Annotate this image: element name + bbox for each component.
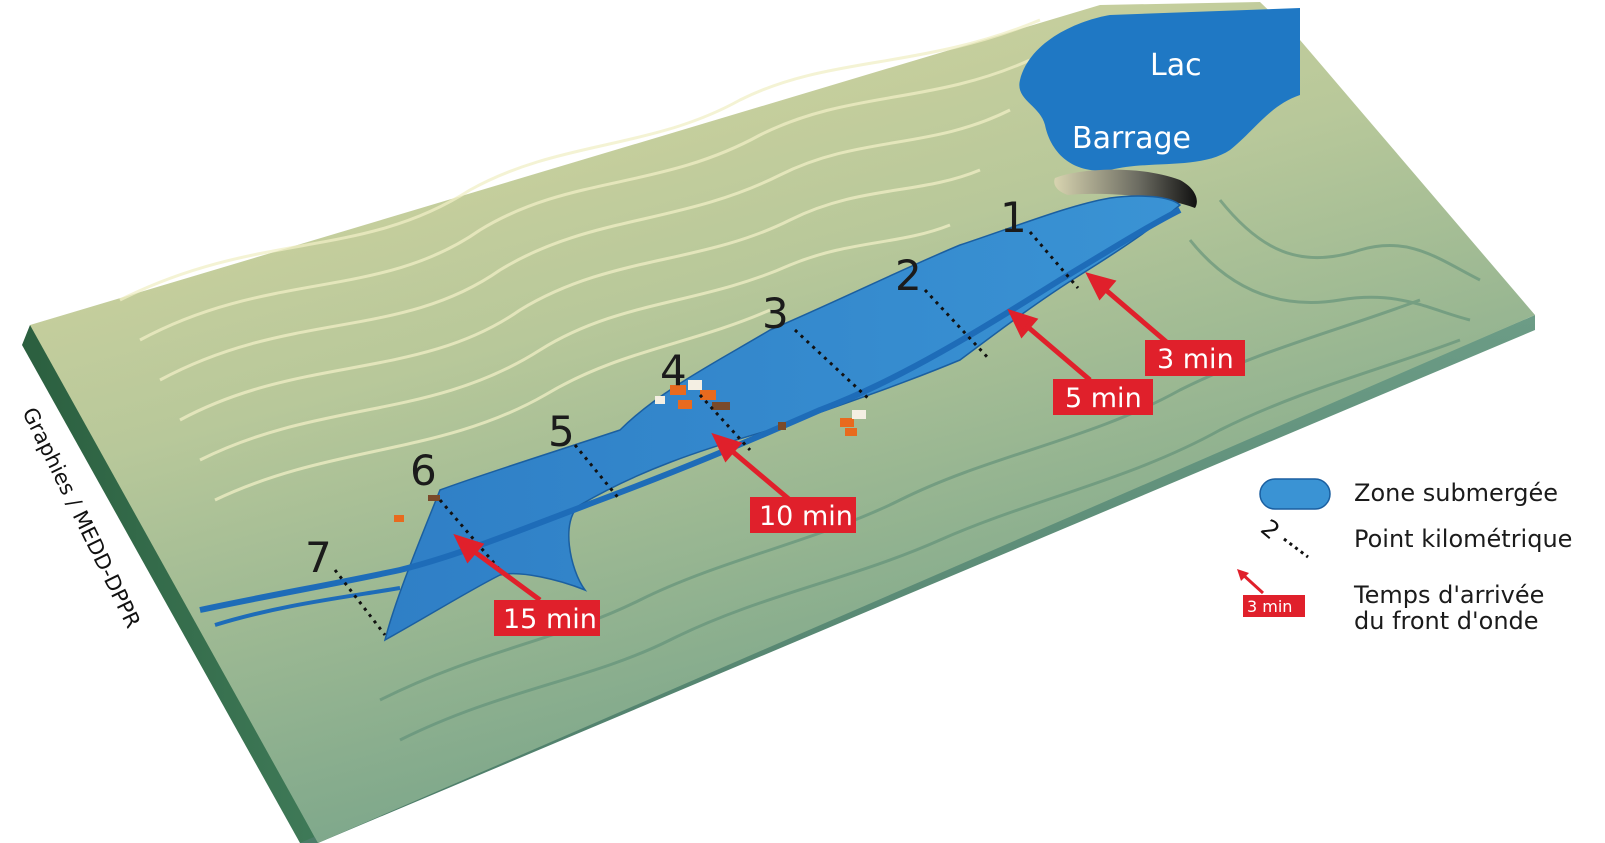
km-point-4: 4 (660, 346, 687, 395)
legend-arrival-line1: Temps d'arrivée (1354, 581, 1545, 609)
legend: Zone submergée 2 Point kilométrique 3 mi… (1237, 475, 1598, 675)
flood-zone (383, 195, 1182, 642)
legend-arrival-row: 3 min Temps d'arrivée du front d'onde (1237, 569, 1598, 645)
village-south (778, 410, 866, 436)
km-point-2: 2 (895, 251, 922, 300)
terrain-left-face (22, 325, 318, 843)
km-point-6: 6 (410, 446, 437, 495)
km-lines (333, 231, 1080, 636)
contour-lines (119, 18, 1041, 502)
svg-text:10 min: 10 min (759, 501, 853, 532)
km-point-1: 1 (1000, 193, 1027, 242)
flood-zone-swatch (1259, 478, 1331, 510)
arrival-label-5: 5 min (1053, 379, 1153, 415)
km-point-7: 7 (305, 533, 332, 582)
dam-label: Barrage (1072, 121, 1191, 156)
svg-text:5 min: 5 min (1065, 383, 1142, 414)
svg-text:3 min: 3 min (1247, 597, 1292, 616)
arrival-label-3: 3 min (1145, 340, 1245, 376)
legend-km-label: Point kilométrique (1354, 525, 1573, 553)
svg-text:15 min: 15 min (503, 604, 597, 635)
km-point-5: 5 (548, 407, 575, 456)
km-point-3: 3 (762, 289, 789, 338)
legend-arrival-line2: du front d'onde (1354, 607, 1539, 635)
svg-text:2: 2 (1258, 514, 1285, 545)
arrival-label-15: 15 min (494, 600, 600, 636)
legend-flood-row: Zone submergée (1258, 475, 1598, 515)
river (199, 207, 1182, 627)
arrival-swatch: 3 min (1237, 569, 1305, 617)
lake-label: Lac (1150, 48, 1202, 83)
village-6 (394, 495, 440, 522)
svg-text:3 min: 3 min (1157, 344, 1234, 375)
km-point-swatch: 2 (1258, 514, 1309, 559)
village-4 (655, 380, 730, 410)
legend-flood-label: Zone submergée (1354, 479, 1559, 507)
legend-km-row: 2 Point kilométrique (1258, 514, 1598, 559)
arrival-arrows (453, 272, 1172, 603)
arrival-label-10: 10 min (750, 497, 856, 533)
lake (1019, 8, 1300, 171)
